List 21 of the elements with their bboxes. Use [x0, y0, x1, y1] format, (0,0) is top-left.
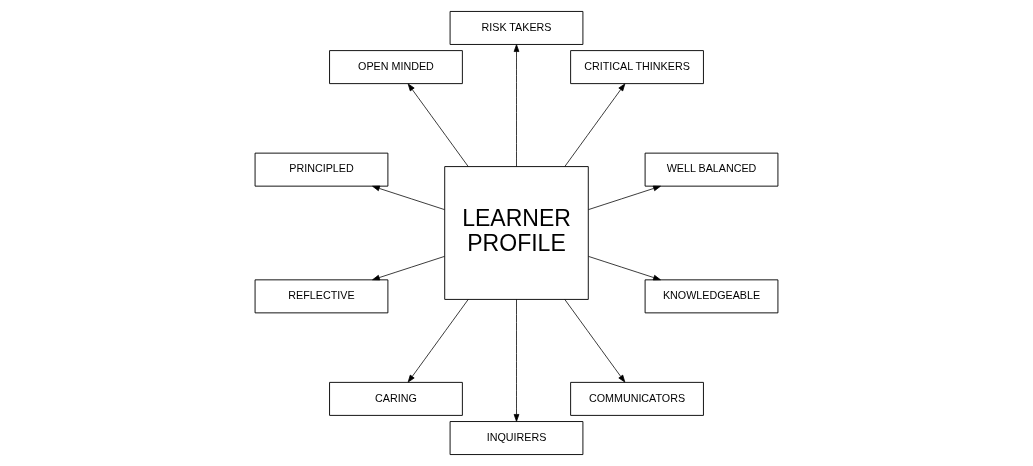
- arrow: [564, 299, 626, 383]
- arrow: [372, 256, 445, 281]
- arrow: [372, 185, 445, 210]
- arrow: [564, 83, 626, 167]
- arrow: [407, 83, 469, 167]
- node-box: LEARNER PROFILE: [444, 166, 589, 300]
- node-box: PRINCIPLED: [254, 152, 389, 187]
- node-box: CARING: [329, 381, 463, 416]
- node-box: WELL BALANCED: [644, 152, 779, 187]
- arrow: [588, 256, 661, 281]
- node-box: REFLECTIVE: [254, 279, 389, 314]
- node-box: INQUIRERS: [449, 421, 584, 455]
- arrow: [407, 299, 469, 383]
- arrow: [513, 44, 520, 167]
- arrow: [588, 185, 661, 210]
- arrow: [513, 299, 520, 422]
- node-box: COMMUNICATORS: [570, 381, 704, 416]
- node-box: KNOWLEDGEABLE: [644, 279, 779, 314]
- node-box: OPEN MINDED: [329, 50, 463, 85]
- node-box: RISK TAKERS: [449, 10, 584, 45]
- node-box: CRITICAL THINKERS: [570, 50, 704, 85]
